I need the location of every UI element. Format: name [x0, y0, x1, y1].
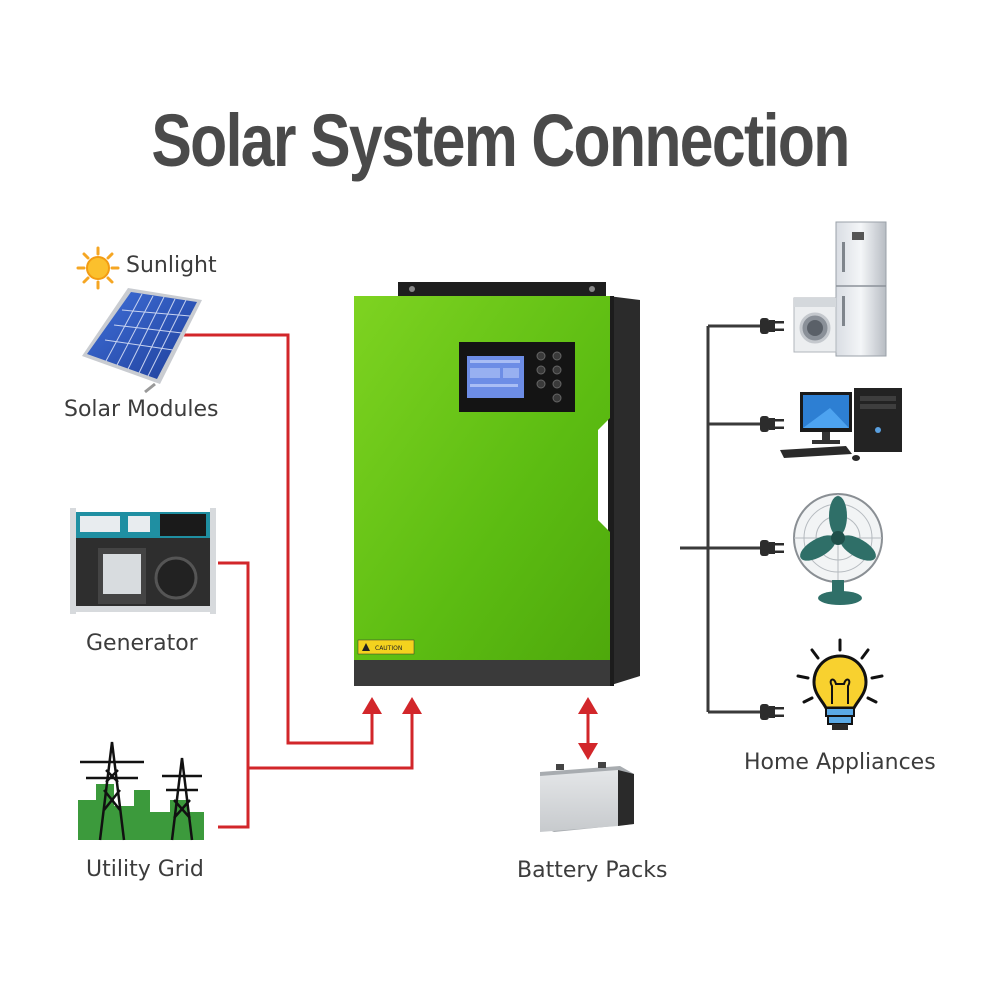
- generator-label: Generator: [86, 631, 198, 656]
- caution-text: CAUTION: [375, 645, 402, 652]
- fan-icon: [793, 493, 883, 605]
- computer-icon: [780, 388, 902, 461]
- solar-arrow-head: [362, 697, 382, 714]
- battery-arrow: [578, 697, 598, 760]
- lightbulb-icon: [796, 638, 884, 730]
- generator-icon: [70, 508, 216, 614]
- home-appliances-label: Home Appliances: [744, 750, 936, 775]
- caution-label: [357, 639, 415, 655]
- grid-arrow-head: [402, 697, 422, 714]
- utility-grid-icon: [78, 741, 204, 841]
- refrigerator-icon: [835, 221, 887, 357]
- grid-input-line: [248, 712, 414, 770]
- solar-input-line: [182, 333, 374, 745]
- plug-icon: [760, 704, 784, 720]
- input-arrows: [362, 697, 422, 714]
- generator-input-line: [218, 561, 250, 829]
- plug-icon: [760, 540, 784, 556]
- utility-grid-label: Utility Grid: [86, 857, 204, 882]
- lcd-buttons: [536, 351, 562, 403]
- plug-icon: [760, 416, 784, 432]
- solar-panel-icon: [82, 288, 202, 394]
- battery-packs-label: Battery Packs: [517, 858, 668, 883]
- diagram-title: Solar System Connection: [151, 99, 850, 182]
- plug-icon: [760, 318, 784, 334]
- input-wiring: [182, 333, 414, 829]
- inverter-mount-bracket: [398, 282, 606, 296]
- battery-pack-icon: [540, 762, 634, 832]
- solar-modules-label: Solar Modules: [64, 397, 219, 422]
- plug-icons: [760, 318, 784, 720]
- sun-icon: [76, 246, 120, 290]
- inverter-side-panel: [608, 296, 640, 686]
- output-wiring: [680, 324, 760, 714]
- washing-machine-icon: [793, 297, 837, 353]
- inverter-bottom-cap: [354, 660, 610, 686]
- inverter-unit: CAUTION: [354, 282, 640, 686]
- sunlight-label: Sunlight: [126, 253, 217, 278]
